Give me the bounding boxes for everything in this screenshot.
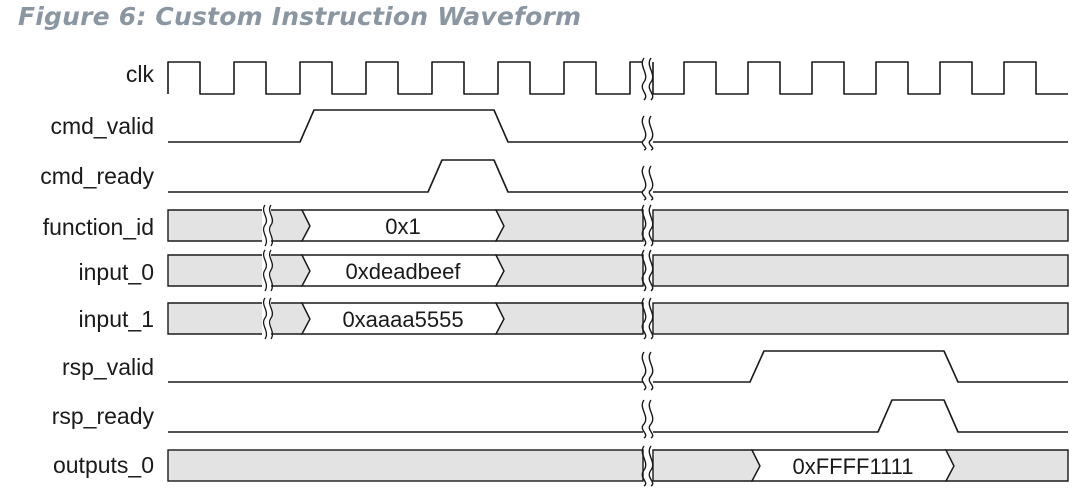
signal-label-input-1: input_1 [79,306,154,332]
cmd-valid-trace-left [168,109,643,143]
signal-label-function-id: function_id [43,214,154,240]
signal-labels: clk cmd_valid cmd_ready function_id inpu… [40,61,154,478]
signal-label-cmd-ready: cmd_ready [40,163,154,189]
input-0-main-break-icon [641,249,654,292]
signal-traces [167,61,1068,433]
clk-trace-left [167,61,643,95]
outputs-0-value: 0xFFFF1111 [792,454,913,479]
rsp-valid-break-icon [641,351,654,391]
rsp-valid-trace-right [653,350,1068,383]
function-id-value: 0x1 [385,214,420,239]
function-id-bus [167,209,1069,242]
function-id-break-gap [262,205,271,246]
function-id-segment-post [494,209,644,242]
input-0-segment-post [494,254,644,287]
outputs-0-break-icon [641,445,654,487]
rsp-ready-break-icon [641,399,654,439]
outputs-0-segment-post [944,449,1069,482]
signal-label-input-0: input_0 [79,259,154,285]
function-id-segment-pre [167,209,311,242]
function-id-segment-right [652,209,1069,242]
input-0-break-icon [262,249,274,292]
signal-label-clk: clk [126,61,155,87]
figure-title: Figure 6: Custom Instruction Waveform [18,2,582,31]
input-1-main-break-icon [641,297,654,340]
cmd-ready-trace-left [168,159,643,193]
outputs-0-segment-left [167,449,644,482]
function-id-main-break-icon [641,204,654,247]
input-1-segment-right [652,302,1069,335]
cmd-valid-break-icon [641,115,654,151]
input-1-break-gap [262,298,271,339]
function-id-break-icon [262,204,274,247]
outputs-0-bus [167,449,1069,482]
signal-label-outputs-0: outputs_0 [53,452,154,478]
input-1-segment-post [494,302,644,335]
signal-label-rsp-ready: rsp_ready [52,403,155,429]
input-0-bus [167,254,1069,287]
clk-break-icon [641,57,654,101]
input-0-segment-right [652,254,1069,287]
signal-label-rsp-valid: rsp_valid [62,354,154,380]
input-0-break-gap [262,250,271,291]
clk-trace-right [652,61,1068,95]
outputs-0-segment-pre [652,449,761,482]
rsp-ready-trace-right [653,399,1068,433]
cmd-ready-break-icon [641,165,654,201]
time-break-markers [641,57,654,487]
input-0-value: 0xdeadbeef [346,259,462,284]
input-break-markers [262,204,274,340]
input-1-bus [167,302,1069,335]
input-1-break-icon [262,297,274,340]
signal-label-cmd-valid: cmd_valid [50,113,154,139]
input-1-segment-pre [167,302,311,335]
input-1-value: 0xaaaa5555 [342,307,463,332]
input-0-segment-pre [167,254,311,287]
